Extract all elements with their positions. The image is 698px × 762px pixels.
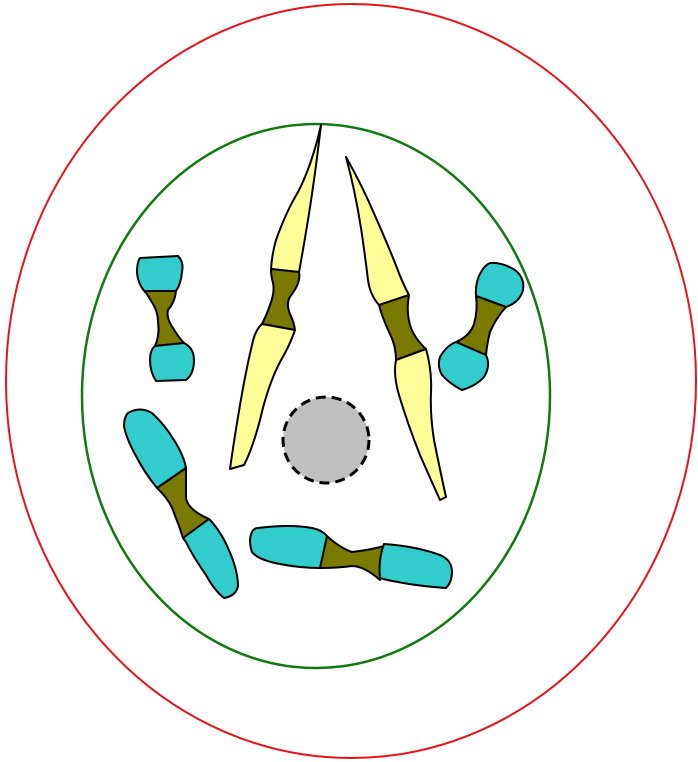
chromosome-1-arm-top <box>137 256 183 292</box>
chromosome-2-centromere <box>262 269 299 330</box>
chromosome-3-arm-top <box>346 157 409 305</box>
chromosome-5 <box>124 410 238 599</box>
chromosome-3-arm-bottom <box>395 349 446 500</box>
chromosome-1-centromere <box>145 291 184 346</box>
chromosome-2-arm-top <box>271 125 321 272</box>
nucleolus <box>283 397 369 483</box>
chromosome-1-arm-bottom <box>150 343 194 381</box>
chromosome-4 <box>439 263 523 390</box>
chromosome-6-centromere <box>320 536 384 580</box>
chromosome-6-arm-left <box>250 526 327 568</box>
chromosome-6-arm-right <box>380 544 453 588</box>
chromosome-6 <box>250 526 452 588</box>
chromosome-1 <box>137 256 194 381</box>
cell-membrane <box>6 4 696 758</box>
nuclear-envelope <box>82 124 550 668</box>
chromosome-3-centromere <box>379 295 426 360</box>
chromosome-5-arm-bottom <box>183 519 238 598</box>
